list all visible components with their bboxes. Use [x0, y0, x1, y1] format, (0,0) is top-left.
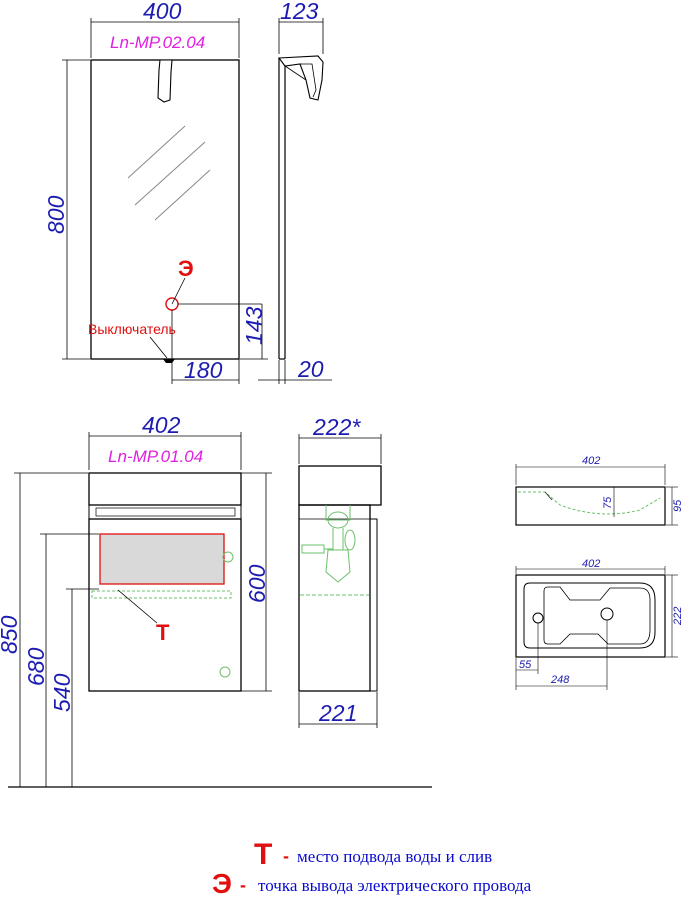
mirror-side-lamp	[277, 55, 324, 101]
cabinet-height-value: 600	[244, 564, 270, 603]
legend-item-water: T - место подвода воды и слив	[254, 838, 492, 871]
cabinet-width-dimension: 402	[88, 412, 242, 470]
mirror-glare-line	[154, 169, 211, 221]
mirror-front-view: Э Выключатель	[88, 59, 262, 363]
outlet-leader	[171, 277, 186, 305]
cabinet-drawer	[99, 533, 225, 585]
legend-text: место подвода воды и слив	[297, 847, 492, 866]
mirror-thickness-value: 20	[297, 356, 324, 382]
mirror-thickness-dimension: 20	[258, 356, 332, 384]
water-marker-label: T	[156, 620, 170, 645]
cabinet-front-view: T	[88, 472, 242, 692]
sink-top-width-dimension: 402	[515, 558, 666, 574]
tap-offset-value: 248	[550, 674, 570, 686]
switch-icon	[163, 359, 175, 363]
cabinet-countertop-strip	[88, 504, 242, 520]
water-leader	[117, 589, 158, 624]
mirror-height-value: 800	[43, 195, 69, 234]
sink-side-width-value: 402	[582, 455, 600, 467]
pipe-height-dimension: 680	[23, 533, 99, 787]
cabinet-width-value: 402	[142, 412, 181, 438]
switch-label: Выключатель	[88, 321, 176, 337]
sink-top-outline	[515, 574, 666, 658]
cabinet-depth-top-value: 222*	[312, 414, 361, 440]
sink-top-width-value: 402	[582, 558, 600, 570]
mirror-lamp	[157, 59, 173, 103]
sink-bowl-depth-value: 75	[602, 496, 614, 509]
sink-basin-outline	[523, 582, 656, 649]
sink-top-depth-dimension: 222	[666, 574, 684, 658]
pipe-height-value: 680	[23, 647, 49, 686]
outlet-height-value: 143	[241, 306, 267, 345]
cabinet-model-label: Ln-MP.01.04	[108, 447, 203, 466]
sink-side-height-value: 95	[672, 499, 684, 512]
legend-marker: T	[254, 838, 272, 871]
mirror-glare-line	[127, 125, 186, 179]
total-height-dimension: 850	[0, 472, 88, 787]
legend-item-electric: Э - точка вывода электрического провода	[212, 868, 532, 899]
total-height-value: 850	[0, 615, 22, 654]
drain-height-value: 540	[49, 673, 75, 712]
outlet-marker-label: Э	[178, 256, 194, 281]
siphon-icon	[301, 505, 356, 583]
sink-top-depth-value: 222	[672, 607, 684, 626]
mirror-depth-value: 123	[280, 0, 319, 24]
cabinet-body	[88, 518, 242, 692]
sink-side-width-dimension: 402	[515, 455, 666, 485]
sink-bowl-depth-dimension: 75	[602, 487, 615, 517]
mirror-glare-line	[134, 141, 206, 206]
tap-hole-icon	[600, 607, 614, 621]
cabinet-knob	[222, 551, 234, 563]
switch-leader	[149, 336, 168, 359]
legend-marker: Э	[212, 868, 232, 899]
mirror-width-value: 400	[143, 0, 182, 24]
sink-top-view	[515, 574, 666, 658]
outlet-offset-dimension: 180	[171, 310, 240, 384]
legend-separator: -	[283, 846, 289, 866]
cabinet-side-body	[298, 504, 371, 692]
cabinet-side-top	[298, 465, 382, 506]
outlet-height-dimension: 143	[240, 304, 268, 360]
mirror-panel	[90, 59, 240, 360]
drain-offset-value: 55	[519, 659, 532, 671]
mirror-model-label: Ln-MP.02.04	[110, 33, 205, 52]
legend-text: точка вывода электрического провода	[258, 876, 532, 895]
cabinet-shelf	[91, 590, 232, 599]
outlet-offset-value: 180	[184, 357, 223, 383]
legend: T - место подвода воды и слив Э - точка …	[212, 838, 532, 899]
sink-side-view	[515, 486, 666, 526]
cabinet-depth-top-dimension: 222*	[298, 414, 382, 464]
drain-hole-icon	[532, 612, 544, 624]
drain-height-dimension: 540	[49, 588, 99, 787]
sink-side-outline	[515, 486, 666, 526]
mirror-depth-dimension: 123	[278, 0, 324, 54]
mirror-width-dimension: 400	[90, 0, 240, 58]
cabinet-depth-bottom-dimension: 221	[298, 692, 378, 728]
cabinet-sink-top	[88, 472, 242, 506]
mirror-height-dimension: 800	[43, 59, 90, 360]
drain-offset-dimension: 55	[515, 623, 539, 690]
tap-offset-dimension: 248	[516, 620, 608, 690]
cabinet-knob	[219, 666, 231, 678]
sink-side-height-dimension: 95	[666, 486, 684, 526]
legend-separator: -	[240, 875, 246, 895]
cabinet-depth-bottom-value: 221	[318, 700, 357, 726]
cabinet-side-view	[298, 465, 382, 692]
mirror-side-view	[277, 55, 324, 360]
cabinet-height-dimension: 600	[241, 472, 272, 692]
sink-bowl-curve	[518, 491, 661, 515]
